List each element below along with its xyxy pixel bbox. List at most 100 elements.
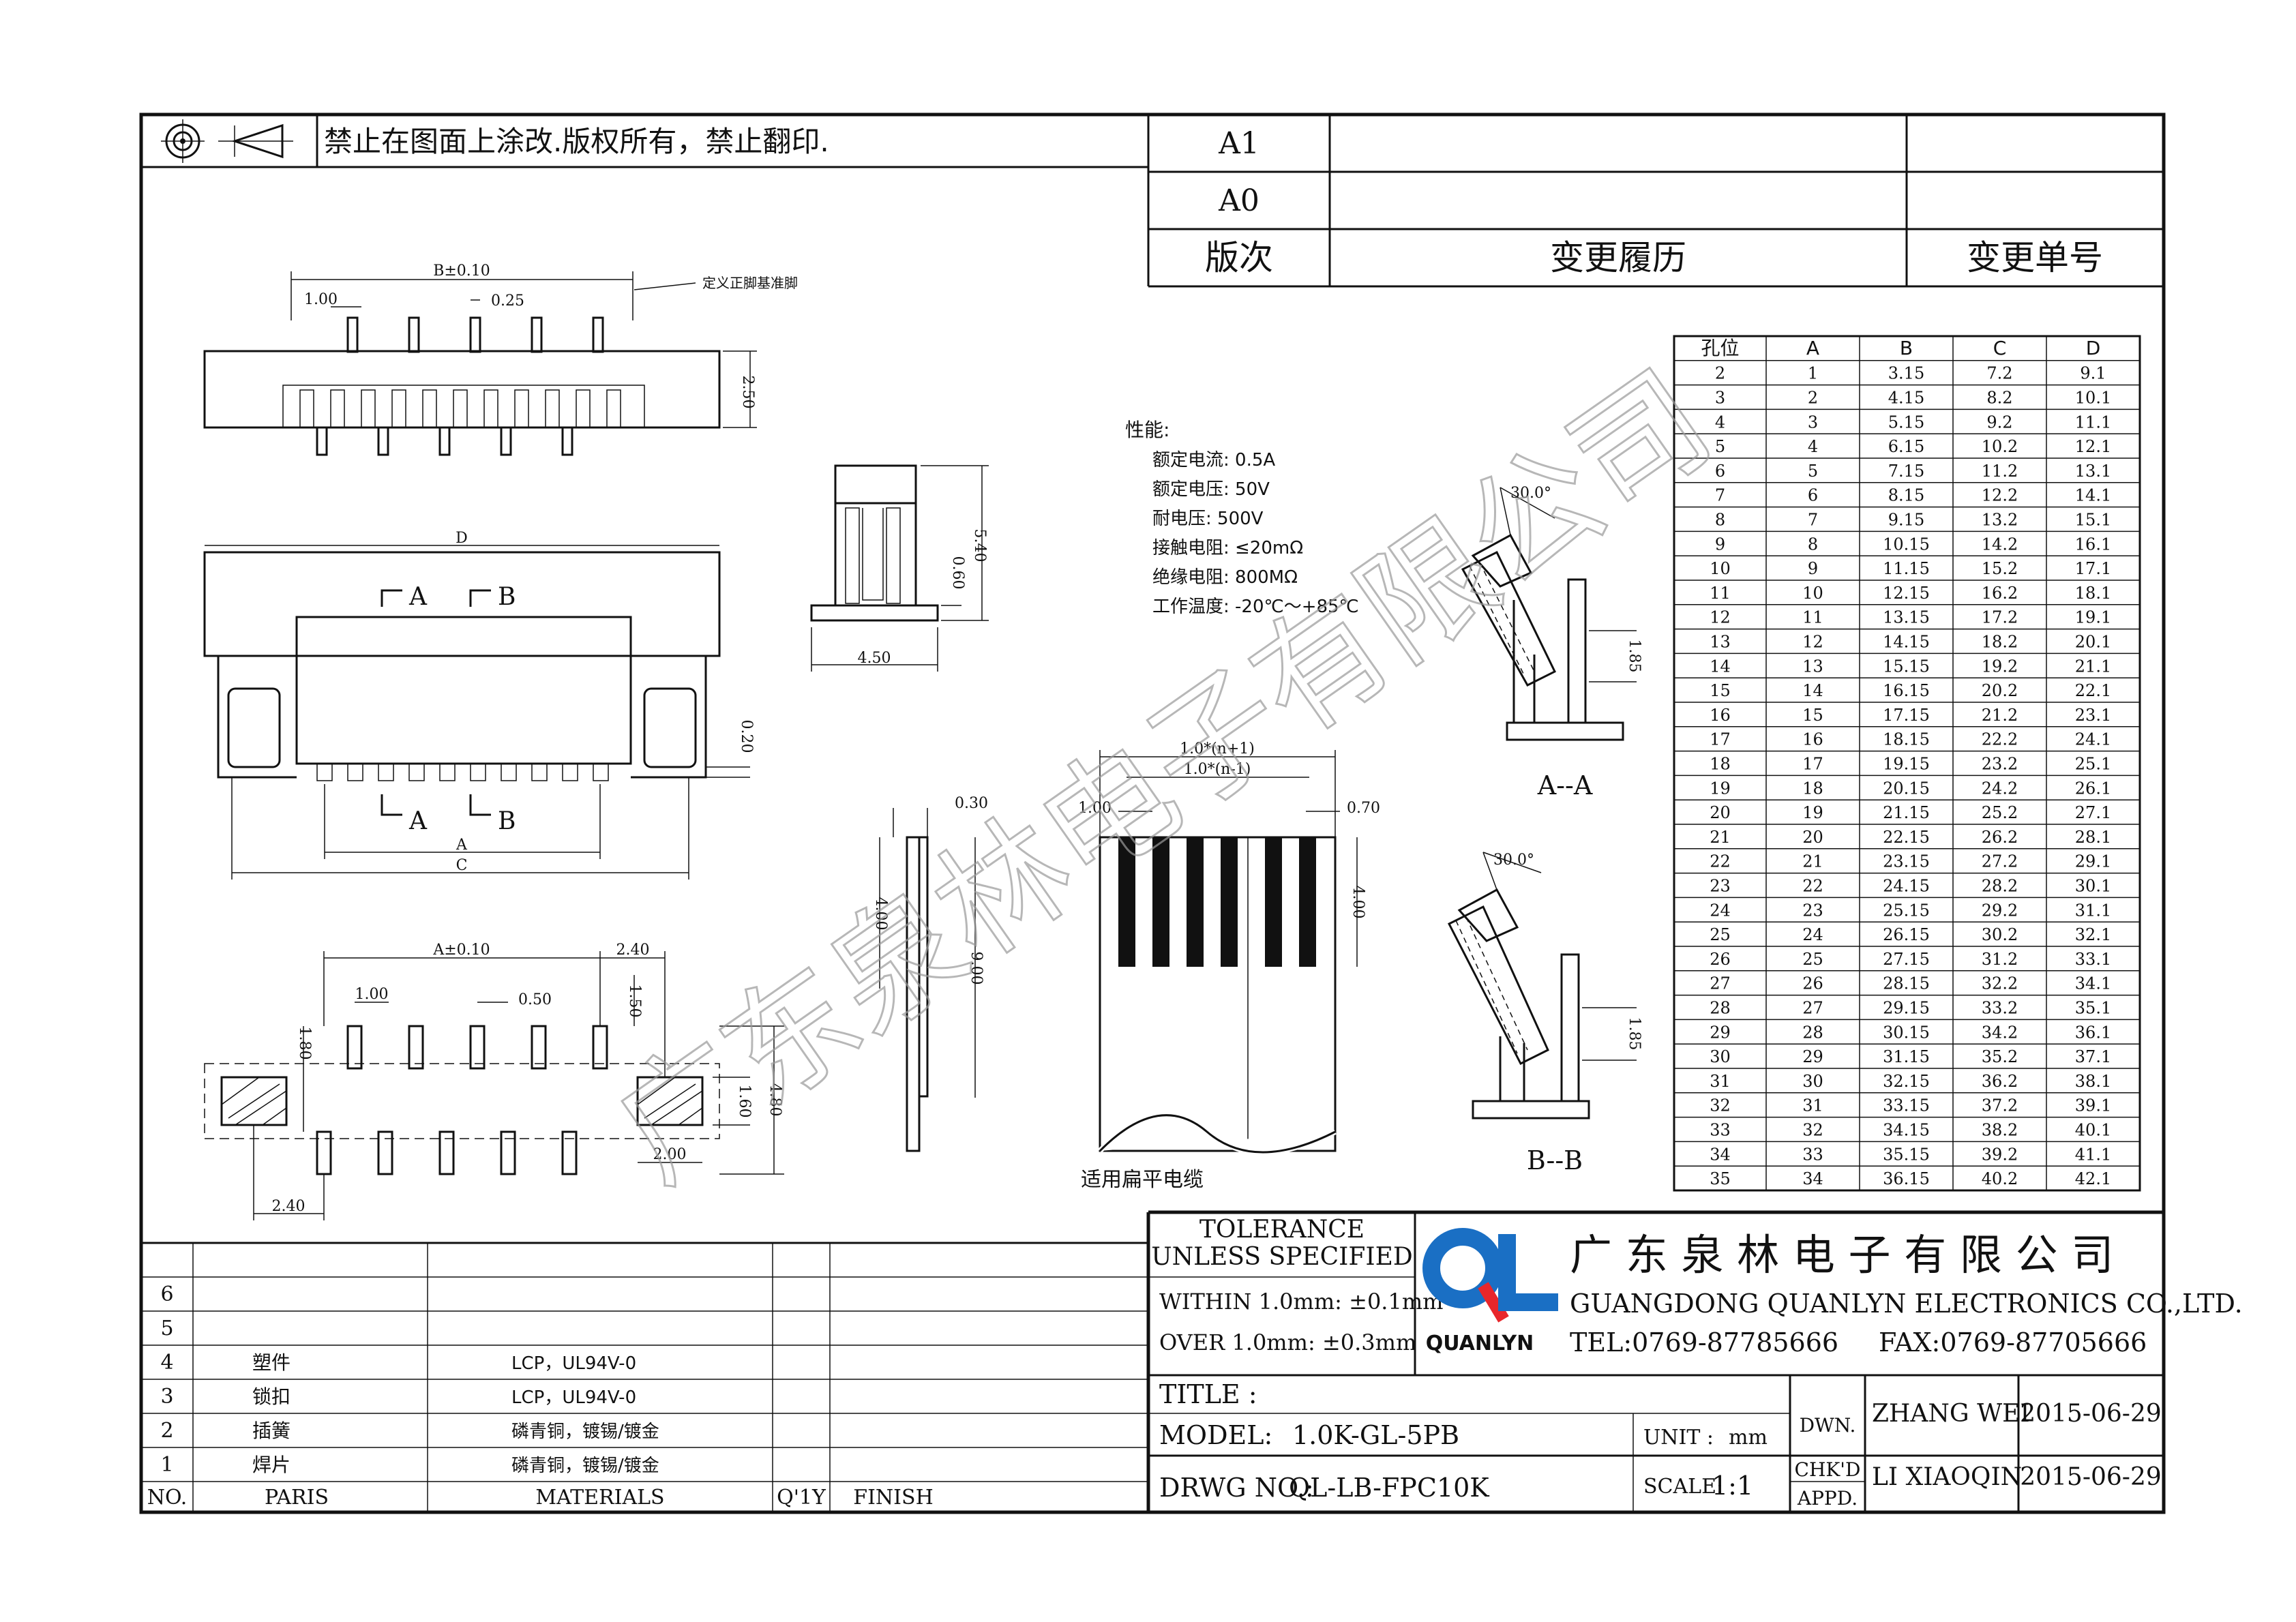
pin-table-cell: 31.1 — [2075, 901, 2111, 920]
pin-table-cell: 17.15 — [1883, 706, 1930, 725]
pin-table-cell: 26.2 — [1982, 828, 2018, 847]
spec-line: 工作温度: -20℃～+85℃ — [1152, 597, 1359, 617]
model-label: MODEL: — [1159, 1420, 1272, 1450]
specs-title: 性能: — [1125, 419, 1169, 441]
pin-table-cell: 20.15 — [1883, 779, 1930, 798]
pin-table-cell: 14.1 — [2075, 486, 2111, 505]
pin-table-header: 孔位 — [1701, 337, 1739, 359]
front-view: D A B A B A C 0.20 — [203, 530, 755, 880]
pin-table-cell: 6 — [1808, 486, 1818, 505]
cable-nm1: 1.0*(n-1) — [1184, 761, 1251, 778]
pin-table-cell: 10.1 — [2075, 388, 2111, 407]
cable-400b: 4.00 — [1350, 886, 1367, 919]
bom-no: 1 — [160, 1453, 173, 1477]
footprint-pads-top — [346, 1025, 608, 1070]
pin-table-cell: 16.1 — [2075, 535, 2111, 554]
checked-date: 2015-06-29 — [2020, 1463, 2162, 1491]
pin-table-cell: 37.2 — [1982, 1096, 2018, 1115]
bom-material: 磷青铜，镀锡/镀金 — [511, 1456, 659, 1476]
pin-table-header: A — [1806, 337, 1819, 359]
pin-table-cell: 14 — [1710, 657, 1731, 676]
pin-table-cell: 10.2 — [1982, 437, 2018, 456]
company-tel: TEL:0769-87785666 — [1570, 1327, 1838, 1357]
pin-table-cell: 3 — [1808, 412, 1818, 432]
pin-table-cell: 8.2 — [1986, 388, 2012, 407]
pin-table-cell: 4.15 — [1888, 388, 1924, 407]
dim-height: 2.50 — [739, 376, 756, 409]
fp-180: 1.80 — [296, 1027, 313, 1060]
pin-table-cell: 12 — [1802, 632, 1823, 651]
pin-table-cell: 9 — [1715, 535, 1725, 554]
pin-table-cell: 30.2 — [1982, 925, 2018, 944]
scale-value: 1:1 — [1712, 1471, 1753, 1501]
pin-table-cell: 23.15 — [1883, 852, 1930, 871]
dim-020: 0.20 — [738, 720, 755, 753]
pin-table-cell: 13 — [1802, 657, 1823, 676]
pin-table-cell: 10 — [1802, 584, 1823, 603]
ref-note: 定义正脚基准脚 — [702, 275, 798, 291]
dim-a: A — [456, 837, 468, 854]
view-label-bb: B--B — [1527, 1145, 1583, 1175]
spec-line: 接触电阻: ≤20mΩ — [1152, 538, 1303, 558]
pin-table-cell: 34 — [1802, 1169, 1823, 1188]
bom-header-qty: Q'1Y — [777, 1486, 826, 1510]
bom-part: 插簧 — [252, 1420, 290, 1442]
bom-material: LCP，UL94V-0 — [511, 1353, 636, 1374]
section-mark-a: A — [408, 583, 428, 611]
pin-table-cell: 28 — [1802, 1023, 1823, 1042]
pin-table-cell: 34.1 — [2075, 974, 2111, 993]
pin-table-cell: 33.15 — [1883, 1096, 1930, 1115]
pin-table-cell: 16.15 — [1883, 681, 1930, 700]
pin-table-cell: 25.15 — [1883, 901, 1930, 920]
angle-a: 30.0° — [1510, 485, 1551, 502]
dim-b: B±0.10 — [433, 262, 490, 280]
pin-table-cell: 12.1 — [2075, 437, 2111, 456]
copyright-notice: 禁止在图面上涂改.版权所有，禁止翻印. — [324, 125, 829, 158]
pin-table-cell: 39.1 — [2075, 1096, 2111, 1115]
pin-table-cell: 15.1 — [2075, 510, 2111, 529]
pin-table-cell: 24 — [1802, 925, 1823, 944]
pin-table-cell: 28.1 — [2075, 828, 2111, 847]
fp-100: 1.00 — [355, 986, 389, 1003]
bom-header-no: NO. — [147, 1486, 188, 1510]
pin-table-cell: 30 — [1710, 1047, 1731, 1066]
fp-480: 4.80 — [766, 1083, 784, 1117]
pin-table-cell: 15.15 — [1883, 657, 1930, 676]
pin-table-cell: 25 — [1802, 950, 1823, 969]
pin-table-cell: 19 — [1710, 779, 1731, 798]
pin-table-cell: 20.1 — [2075, 632, 2111, 651]
pin-table-cell: 9.2 — [1986, 412, 2012, 432]
pin-table-cell: 30 — [1802, 1072, 1823, 1091]
pin-table-cell: 37.1 — [2075, 1047, 2111, 1066]
pin-table-cell: 18.15 — [1883, 730, 1930, 749]
section-mark-b: B — [498, 583, 516, 611]
pin-table-cell: 27 — [1802, 998, 1823, 1017]
pin-table-cell: 9.1 — [2080, 364, 2106, 383]
dim-540: 5.40 — [971, 529, 988, 562]
pin-table-cell: 11 — [1802, 608, 1823, 627]
pin-table-cell: 27.2 — [1982, 852, 2018, 871]
pin-table-cell: 40.2 — [1982, 1169, 2018, 1188]
pin-table-cell: 31 — [1802, 1096, 1823, 1115]
tolerance-over: OVER 1.0mm: ±0.3mm — [1159, 1330, 1416, 1355]
pin-table-cell: 21.1 — [2075, 657, 2111, 676]
spec-line: 耐电压: 500V — [1152, 509, 1264, 529]
drawn-by: ZHANG WEI — [1872, 1400, 2030, 1428]
change-no-header: 变更单号 — [1967, 238, 2103, 277]
dim-060: 0.60 — [949, 556, 966, 590]
pin-table-cell: 9 — [1808, 559, 1818, 578]
pin-table-cell: 8.15 — [1888, 486, 1924, 505]
pin-table-cell: 32 — [1710, 1096, 1731, 1115]
pin-table-cell: 6 — [1715, 462, 1725, 481]
pin-table-cell: 25 — [1710, 925, 1731, 944]
pin-table-header: D — [2086, 337, 2101, 359]
pin-table-cell: 18.1 — [2075, 584, 2111, 603]
spec-line: 绝缘电阻: 800MΩ — [1152, 567, 1298, 588]
section-mark-b-lower: B — [498, 807, 516, 835]
pin-table-cell: 18.2 — [1982, 632, 2018, 651]
pin-table-cell: 32.15 — [1883, 1072, 1930, 1091]
pin-table-cell: 13.1 — [2075, 462, 2111, 481]
projection-notice: 禁止在图面上涂改.版权所有，禁止翻印. — [141, 115, 1148, 168]
pin-table-cell: 14.2 — [1982, 535, 2018, 554]
